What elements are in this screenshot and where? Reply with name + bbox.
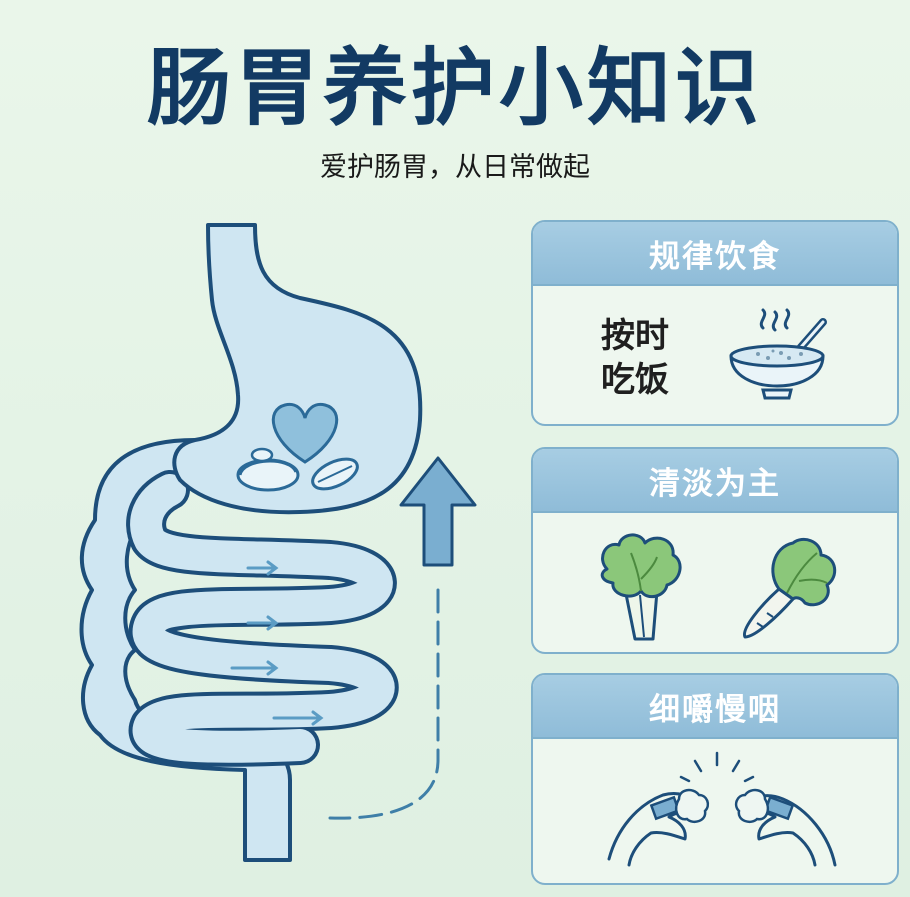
tip-card-regular-meals: 规律饮食 按时 吃饭 xyxy=(531,220,899,426)
up-arrow-icon xyxy=(399,456,477,567)
tip-card-chew-slowly: 细嚼慢咽 xyxy=(531,673,899,885)
circulation-line xyxy=(328,588,440,820)
card-body xyxy=(533,513,897,652)
page-title: 肠胃养护小知识 xyxy=(146,39,763,137)
tip-text-line2: 吃饭 xyxy=(601,360,669,401)
card-title: 清淡为主 xyxy=(533,449,897,513)
card-body xyxy=(533,739,897,883)
flow-arrow-icons xyxy=(230,560,324,726)
tip-card-light-diet: 清淡为主 xyxy=(531,447,899,654)
pill-icon xyxy=(311,457,359,491)
tip-text-line1: 按时 xyxy=(601,316,669,356)
card-body: 按时 吃饭 xyxy=(533,286,897,424)
chewing-hands-icon xyxy=(607,751,837,867)
heart-icon xyxy=(271,402,339,464)
digestive-illustration xyxy=(0,200,520,897)
intestines-icon xyxy=(79,438,399,862)
tip-text: 按时 吃饭 xyxy=(601,314,691,402)
card-title: 细嚼慢咽 xyxy=(533,675,897,739)
food-icon xyxy=(236,447,300,492)
digestive-system-svg xyxy=(79,223,477,862)
napa-cabbage-icon xyxy=(600,533,682,641)
bok-choy-icon xyxy=(743,538,837,639)
card-title: 规律饮食 xyxy=(533,222,897,286)
stomach-icon xyxy=(172,223,423,515)
page-subtitle: 爱护肠胃，从日常做起 xyxy=(320,152,590,183)
rice-bowl-icon xyxy=(729,308,827,400)
